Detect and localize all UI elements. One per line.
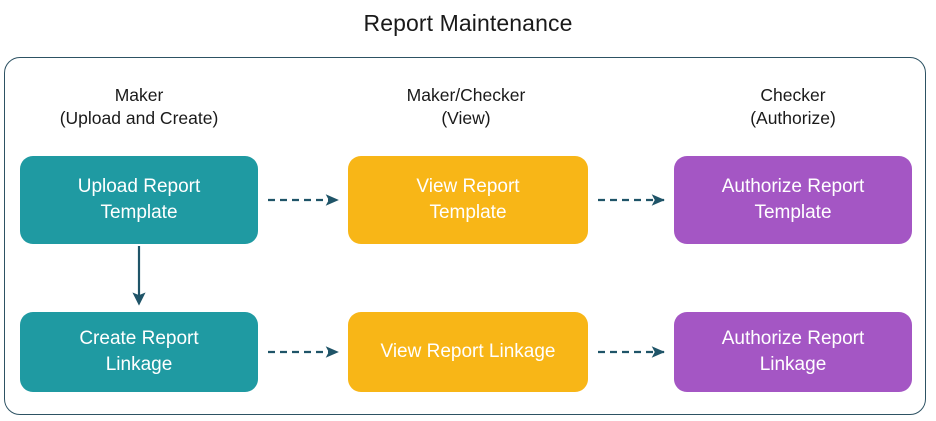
column-header-maker-checker: Maker/Checker (View): [345, 84, 587, 130]
node-upload-report-template[interactable]: Upload Report Template: [20, 156, 258, 244]
node-view-report-linkage[interactable]: View Report Linkage: [348, 312, 588, 392]
column-header-checker-subtitle: (Authorize): [750, 108, 836, 128]
node-create-report-linkage[interactable]: Create Report Linkage: [20, 312, 258, 392]
diagram-frame: [4, 57, 926, 415]
page-title: Report Maintenance: [363, 10, 573, 36]
column-header-checker-role: Checker: [760, 85, 826, 105]
column-header-maker-checker-subtitle: (View): [441, 108, 491, 128]
node-authorize-report-linkage[interactable]: Authorize Report Linkage: [674, 312, 912, 392]
node-authorize-report-template[interactable]: Authorize Report Template: [674, 156, 912, 244]
column-header-maker: Maker (Upload and Create): [18, 84, 260, 130]
column-header-maker-role: Maker: [114, 85, 164, 105]
column-header-checker: Checker (Authorize): [672, 84, 914, 130]
node-view-report-template[interactable]: View Report Template: [348, 156, 588, 244]
column-header-maker-checker-role: Maker/Checker: [406, 85, 526, 105]
column-header-maker-subtitle: (Upload and Create): [59, 108, 219, 128]
